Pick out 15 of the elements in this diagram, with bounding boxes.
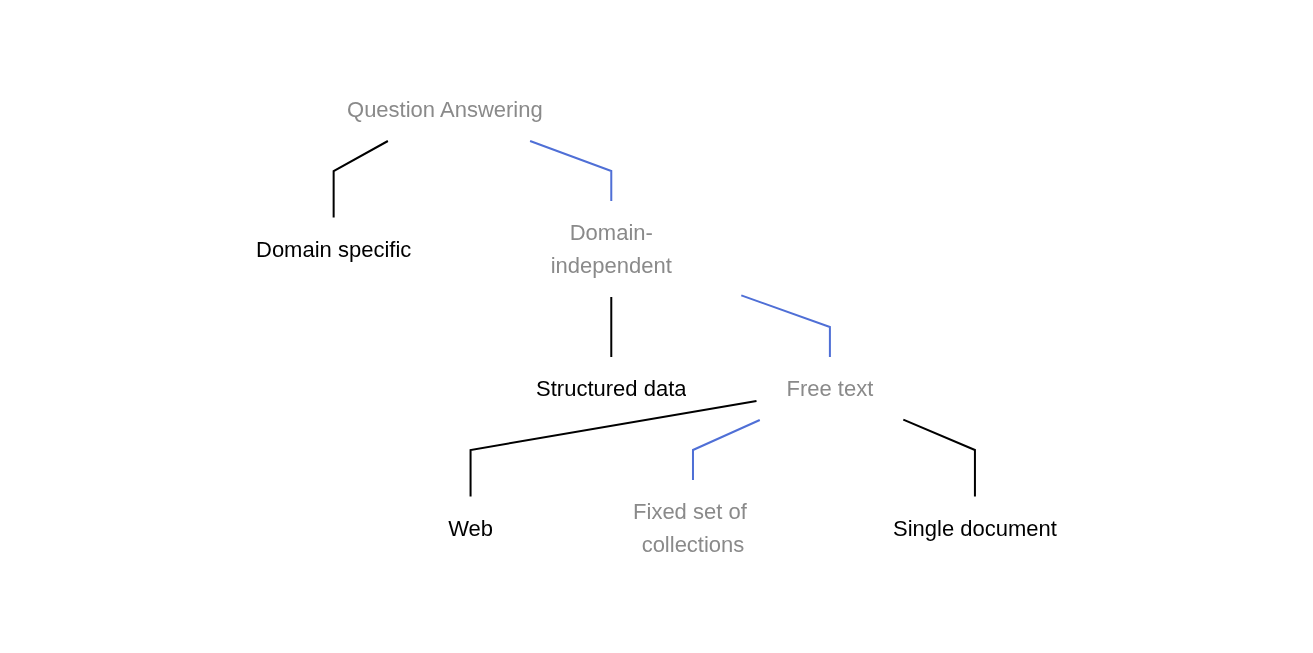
node-text: Domain-independent: [550, 219, 672, 278]
node-text: Question Answering: [347, 96, 543, 122]
node-text: Fixed set of collections: [633, 498, 747, 557]
connector: [529, 139, 613, 202]
node-text: Free text: [786, 375, 874, 401]
node-text: Single document: [893, 515, 1057, 540]
connector: [692, 418, 761, 481]
connector: [740, 293, 831, 358]
connector: [469, 399, 758, 497]
node-text: Structured data: [536, 375, 687, 401]
connector: [332, 139, 389, 218]
connector: [902, 418, 976, 497]
node-text: Web: [448, 515, 494, 540]
node-text: Domain specific: [256, 236, 412, 261]
connector: [610, 295, 613, 358]
